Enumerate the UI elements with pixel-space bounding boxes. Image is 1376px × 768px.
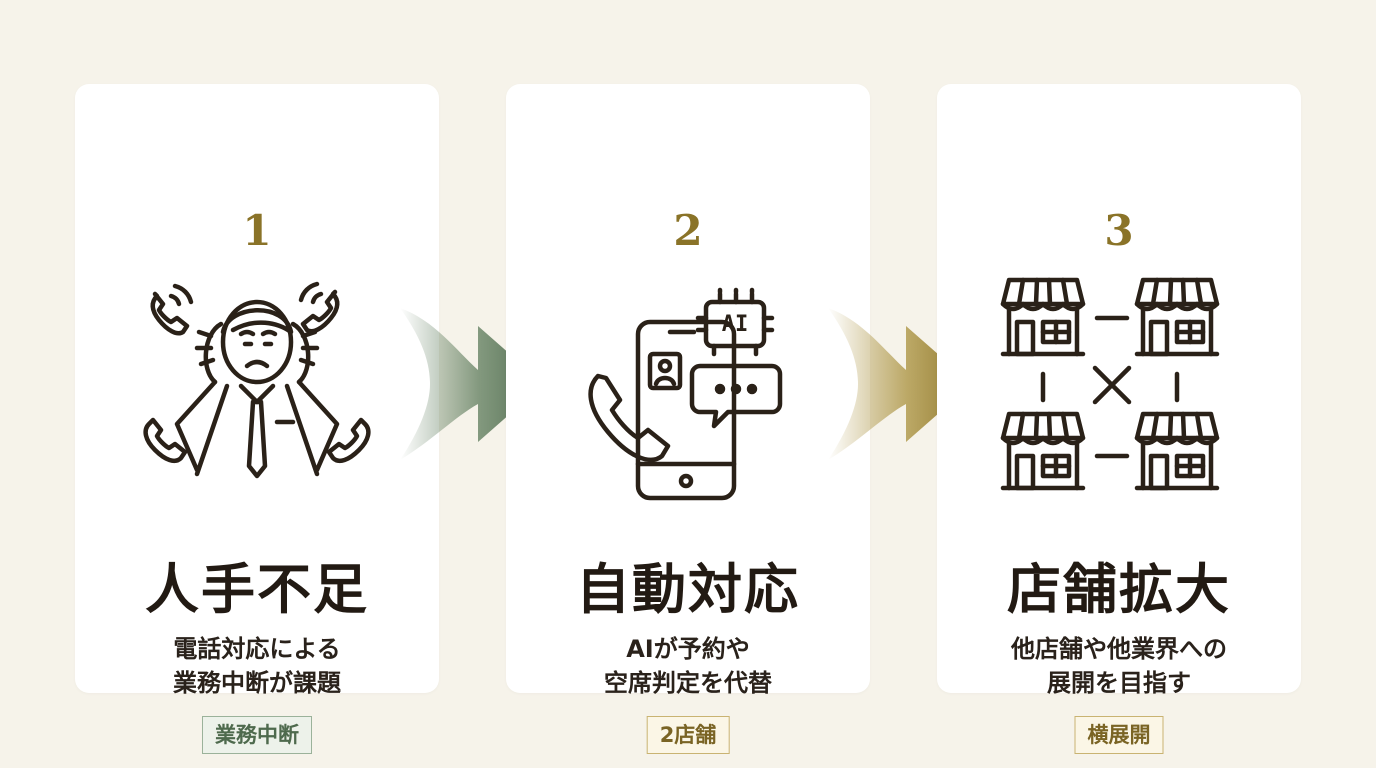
step-description-line: 他店舗や他業界への bbox=[1011, 635, 1227, 663]
step-number: 1 bbox=[242, 206, 272, 255]
step-description: 電話対応による 業務中断が課題 bbox=[75, 632, 439, 700]
step-number: 2 bbox=[673, 206, 703, 255]
step-tag: 横展開 bbox=[1074, 716, 1164, 754]
step-description-line: 電話対応による bbox=[173, 635, 341, 663]
step-description-line: 業務中断が課題 bbox=[173, 669, 341, 697]
stressed-person-phones-icon bbox=[137, 274, 377, 514]
step-description: 他店舗や他業界への 展開を目指す bbox=[937, 632, 1301, 700]
arrow-right-icon bbox=[828, 308, 972, 460]
arrow-right-icon bbox=[400, 308, 544, 460]
step-title: 店舗拡大 bbox=[1007, 557, 1231, 621]
step-card-1: 1 bbox=[75, 84, 439, 754]
step-title: 自動対応 bbox=[576, 557, 800, 621]
step-card-3: 3 bbox=[937, 84, 1301, 754]
step-description-line: 展開を目指す bbox=[1047, 669, 1191, 697]
step-title: 人手不足 bbox=[145, 557, 369, 621]
step-description-line: AIが予約や bbox=[626, 635, 750, 663]
store-network-icon bbox=[999, 274, 1239, 514]
step-tag: 業務中断 bbox=[202, 716, 312, 754]
ai-chip-label: AI bbox=[721, 312, 749, 337]
step-description-line: 空席判定を代替 bbox=[604, 669, 772, 697]
step-card-2: 2 AI 自動対応 bbox=[506, 84, 870, 754]
step-number: 3 bbox=[1104, 206, 1134, 255]
step-tag: 2店舗 bbox=[646, 716, 730, 754]
smartphone-ai-chat-icon: AI bbox=[568, 274, 808, 514]
step-description: AIが予約や 空席判定を代替 bbox=[506, 632, 870, 700]
